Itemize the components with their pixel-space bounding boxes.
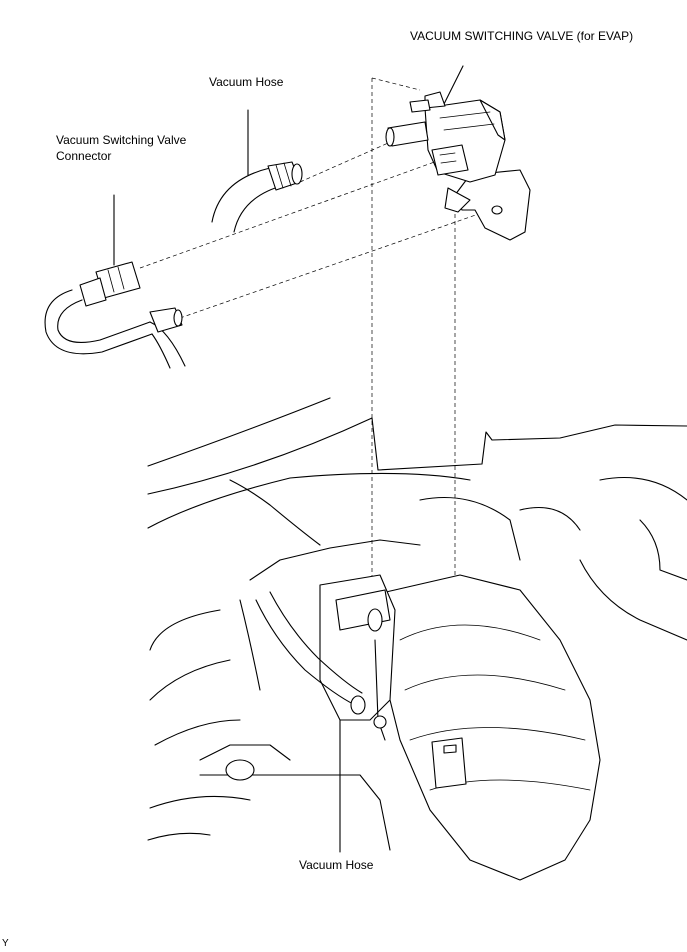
engine-compartment — [147, 397, 687, 881]
connector-label: Vacuum Switching Valve Connector — [56, 132, 186, 164]
valve-label: VACUUM SWITCHING VALVE (for EVAP) — [410, 29, 634, 43]
connector-label-line2: Connector — [56, 149, 112, 163]
vacuum-switching-valve — [385, 91, 531, 241]
alignment-lines — [139, 77, 491, 745]
valve-connector — [44, 261, 186, 369]
vacuum-hose-upper — [211, 161, 303, 233]
vacuum-hose-lower-label: Vacuum Hose — [299, 858, 374, 872]
vacuum-hose-upper-label: Vacuum Hose — [209, 75, 284, 89]
figure-code: Y — [2, 938, 9, 949]
connector-label-line1: Vacuum Switching Valve — [56, 133, 187, 147]
